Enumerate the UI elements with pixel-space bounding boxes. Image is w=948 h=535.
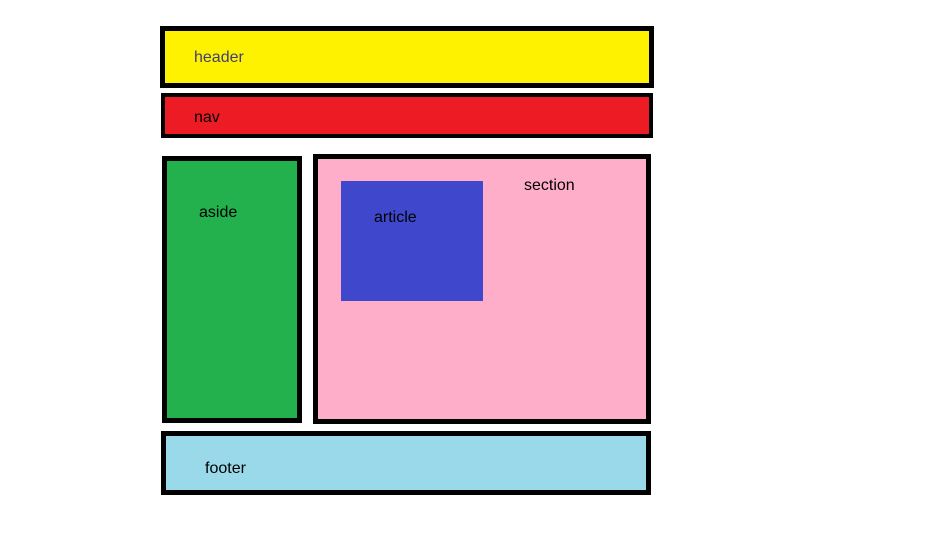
aside-region: aside [162, 156, 302, 423]
footer-region: footer [161, 431, 651, 495]
aside-label: aside [199, 204, 238, 221]
nav-region: nav [161, 93, 653, 138]
header-region: header [160, 26, 654, 88]
header-label: header [194, 49, 244, 66]
section-region: section article [313, 154, 651, 424]
section-label: section [524, 177, 575, 194]
footer-label: footer [205, 460, 246, 477]
article-label: article [374, 209, 417, 226]
article-region: article [341, 181, 483, 301]
nav-label: nav [194, 109, 220, 126]
